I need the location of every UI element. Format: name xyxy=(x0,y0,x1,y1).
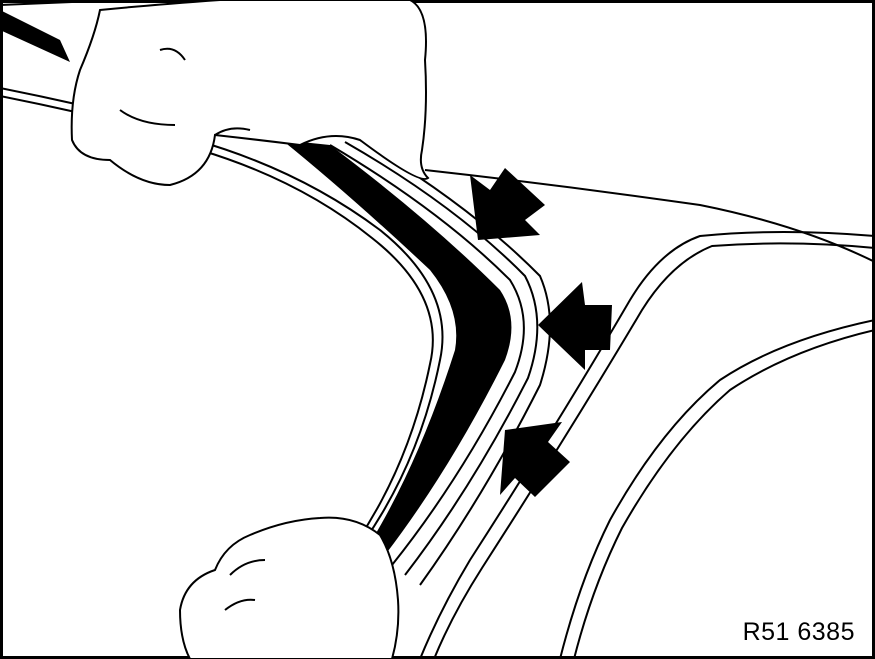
arrow-bottom-icon xyxy=(500,422,570,497)
tool-handle xyxy=(0,0,121,62)
figure-code-label: R51 6385 xyxy=(742,618,855,646)
arrow-middle-icon xyxy=(538,282,612,370)
lower-hand xyxy=(178,516,400,659)
upper-hand xyxy=(70,0,430,187)
arrow-top-icon xyxy=(470,168,545,240)
callout-arrows xyxy=(470,168,612,497)
